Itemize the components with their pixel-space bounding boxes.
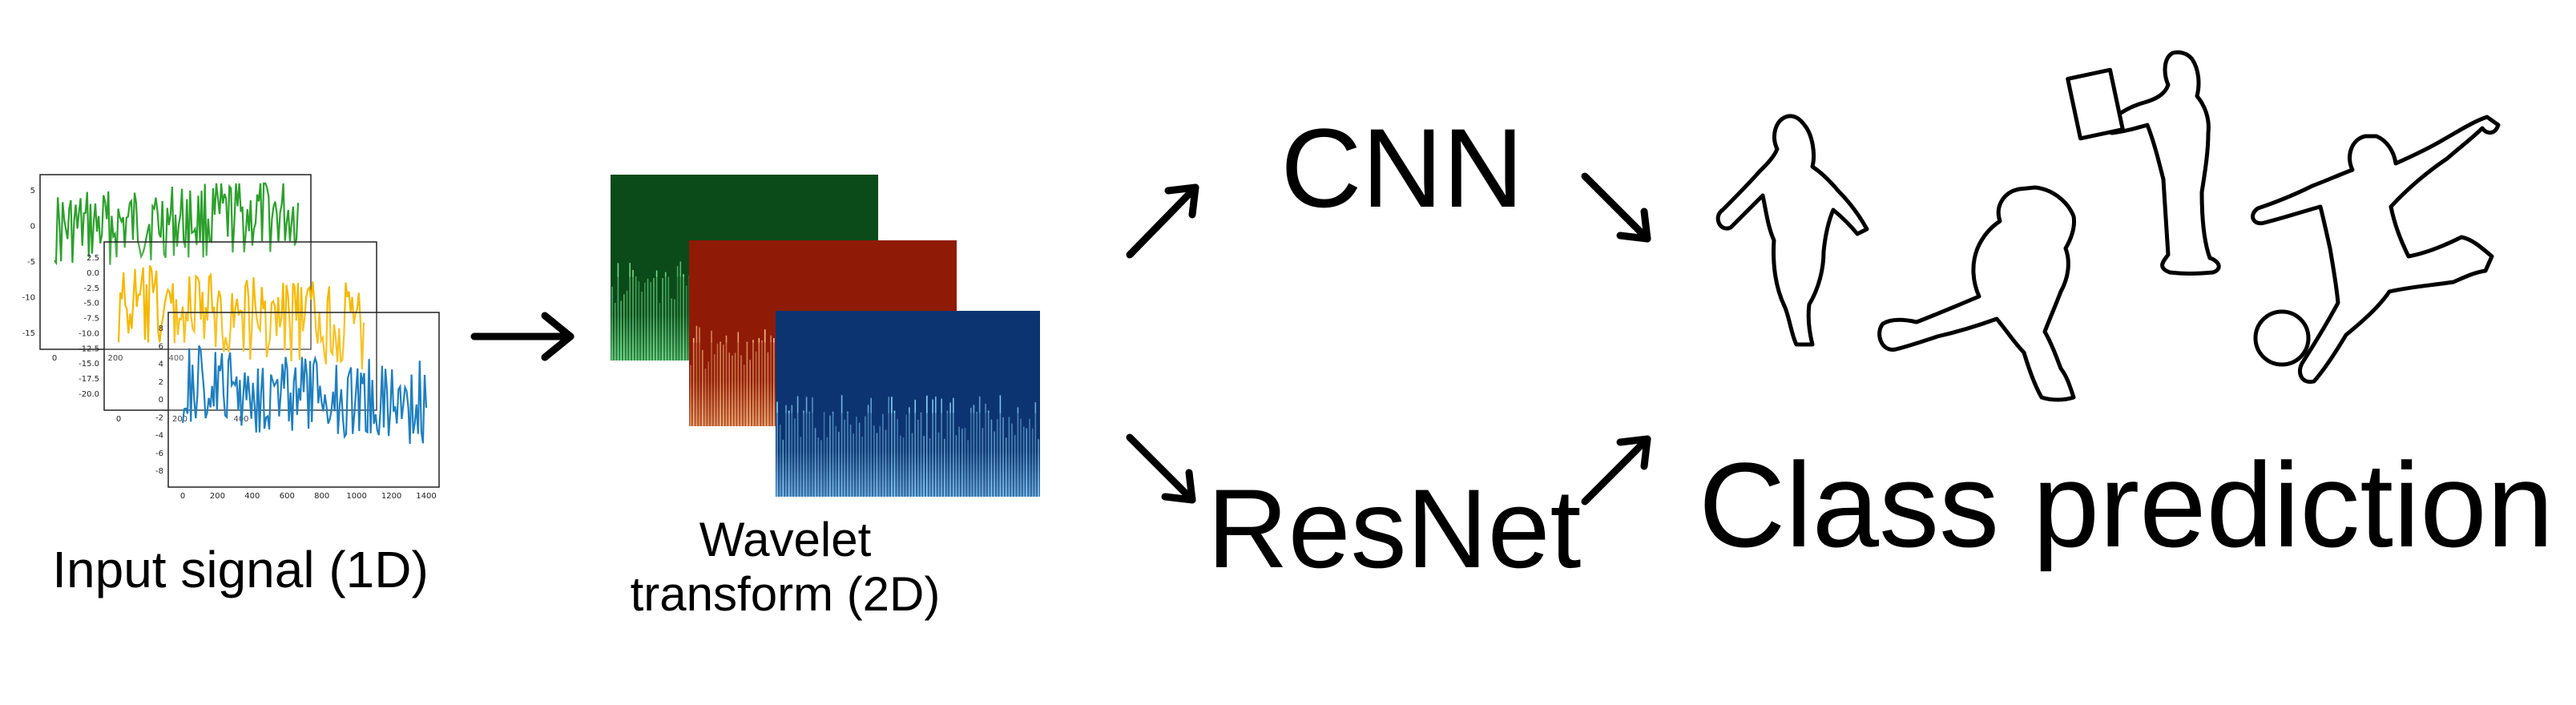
signal-trace	[117, 264, 365, 370]
y-tick-label: 0.0	[87, 269, 99, 278]
input-signal-plots: 50-5-10-1502004002.50.0-2.5-5.0-7.5-10.0…	[22, 174, 440, 501]
soccer-kicker-icon	[2251, 115, 2501, 385]
y-tick-label: -10	[22, 294, 35, 303]
resnet-label: ResNet	[1207, 465, 1582, 591]
arrow-resnet-to-class	[1581, 435, 1651, 506]
scalogram	[776, 311, 1040, 497]
y-tick-label: 2	[159, 378, 163, 387]
x-tick-label: 400	[244, 492, 260, 501]
y-tick-label: 0	[30, 223, 35, 232]
y-tick-label: 8	[159, 324, 163, 333]
wavelet-label-line2: transform (2D)	[630, 566, 941, 621]
x-tick-label: 600	[280, 492, 295, 501]
signal-plot: 8 6 4 2 0 -2 -4 -6 -8 0 200 400 600 800 1000 1200 1400	[155, 312, 440, 501]
x-tick-label: 0	[52, 354, 57, 363]
x-tick-label: 1200	[381, 492, 401, 501]
x-tick-label: 800	[314, 492, 329, 501]
x-tick-label: 400	[168, 354, 183, 363]
y-tick-label: 2.5	[87, 254, 99, 263]
presenter-icon	[2104, 50, 2221, 276]
y-tick-label: -7.5	[83, 315, 99, 324]
y-tick-label: 0	[159, 396, 163, 405]
scalogram-glow	[776, 413, 1040, 497]
football-runner-icon	[1877, 185, 2076, 402]
x-tick-label: 200	[107, 354, 123, 363]
presentation-board-icon	[2066, 67, 2125, 141]
y-tick-label: -6	[155, 449, 163, 458]
x-tick-label: 1000	[346, 492, 366, 501]
y-tick-label: -15.0	[79, 360, 99, 369]
y-tick-label: -2	[155, 413, 163, 422]
bowling-player-icon	[1715, 114, 1869, 347]
x-tick-label: 1400	[416, 492, 436, 501]
y-tick-label: -5	[27, 258, 35, 267]
arrow-cnn-to-class	[1581, 172, 1651, 243]
arrow-to-cnn	[1126, 183, 1199, 259]
x-tick-label: 0	[180, 492, 185, 501]
wavelet-scalograms	[611, 175, 1040, 497]
y-tick-label: -15	[22, 329, 35, 338]
signal-trace	[54, 182, 300, 266]
y-tick-label: -5.0	[83, 300, 99, 308]
y-tick-label: -20.0	[79, 390, 99, 399]
arrow-to-resnet	[1126, 433, 1196, 504]
cnn-label: CNN	[1280, 105, 1524, 231]
arrow-to-wavelet	[470, 312, 574, 361]
x-tick-label: 0	[116, 415, 121, 424]
y-tick-label: 4	[159, 361, 163, 369]
x-tick-label: 200	[210, 492, 225, 501]
y-tick-label: -4	[155, 432, 163, 441]
y-tick-label: -2.5	[83, 284, 99, 293]
soccer-ball-icon	[2253, 309, 2311, 367]
wavelet-label-line1: Wavelet	[699, 513, 872, 566]
y-tick-label: -12.5	[79, 344, 99, 353]
y-tick-label: -17.5	[79, 375, 99, 384]
y-tick-label: -10.0	[79, 329, 99, 338]
input-signal-label: Input signal (1D)	[52, 541, 429, 598]
wavelet-transform-label: Wavelet transform (2D)	[561, 513, 1010, 622]
y-tick-label: -8	[155, 467, 163, 476]
y-tick-label: 5	[30, 187, 35, 195]
y-tick-label: 6	[159, 342, 163, 351]
signal-trace	[181, 344, 428, 445]
x-tick-label: 200	[172, 415, 187, 424]
class-prediction-label: Class prediction	[1699, 437, 2554, 572]
